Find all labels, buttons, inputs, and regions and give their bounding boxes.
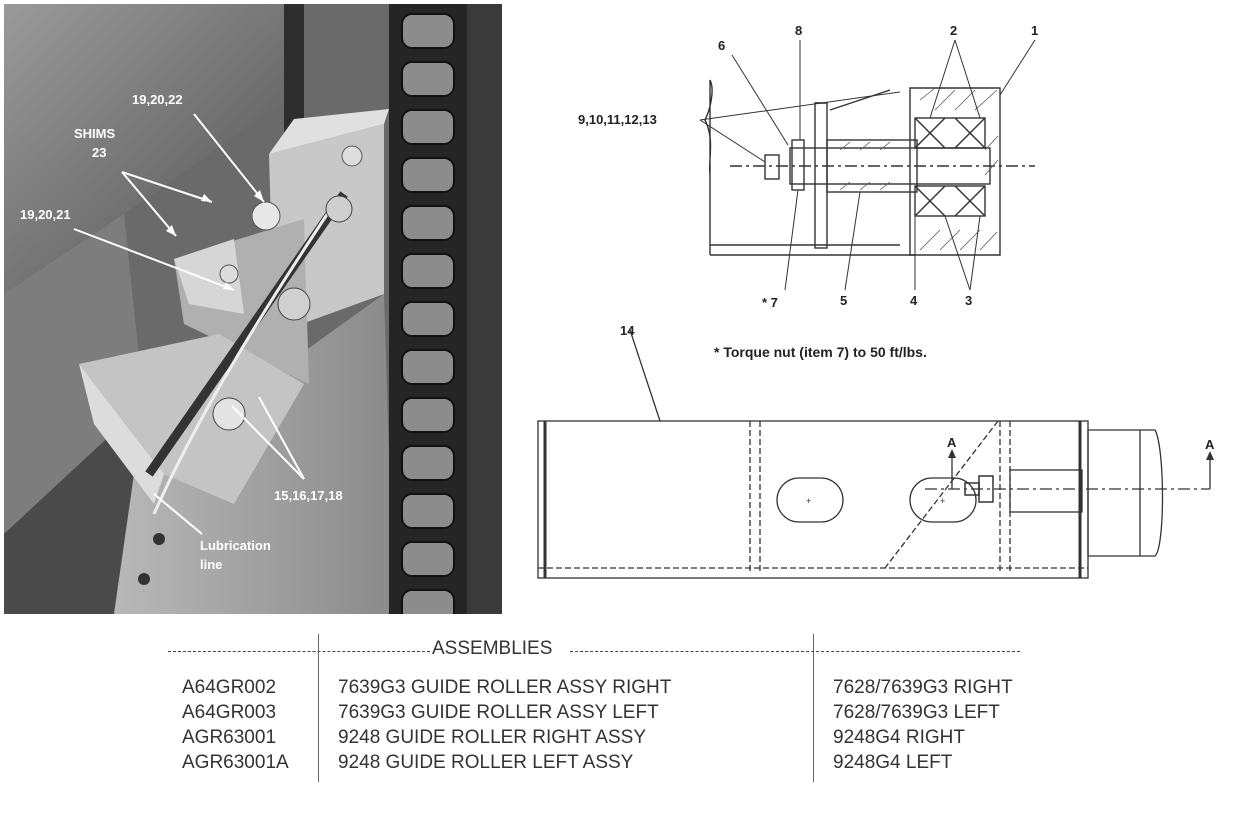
description-column: 7639G3 GUIDE ROLLER ASSY RIGHT 7639G3 GU… <box>338 675 671 775</box>
callout-4: 4 <box>910 293 918 308</box>
assembly-description: 7639G3 GUIDE ROLLER ASSY RIGHT <box>338 677 672 698</box>
assembly-reference: 9248G4 LEFT <box>833 752 953 773</box>
svg-text:+: + <box>940 496 945 506</box>
photo-label-19-20-21: 19,20,21 <box>20 207 71 222</box>
column-divider-2 <box>813 634 814 782</box>
part-number: AGR63001A <box>182 752 289 773</box>
callout-8: 8 <box>795 23 803 38</box>
dash-right <box>570 651 1020 652</box>
section-view-drawing: 6 8 2 1 9,10,11,12,13 * 7 5 4 3 * Torque… <box>560 0 1244 370</box>
callout-9-13: 9,10,11,12,13 <box>578 112 657 127</box>
photo-label-15-16-17-18: 15,16,17,18 <box>274 488 343 503</box>
callout-1: 1 <box>1031 23 1039 38</box>
reference-column: 7628/7639G3 RIGHT 7628/7639G3 LEFT 9248G… <box>833 675 1013 775</box>
installation-photo: 19,20,22 SHIMS 23 19,20,21 15,16,17,18 L… <box>4 4 502 614</box>
dash-left <box>168 651 430 652</box>
guide-roller-drawing: + + 14 A A <box>520 318 1244 598</box>
assembly-reference: 7628/7639G3 LEFT <box>833 702 1000 723</box>
photo-label-shims: SHIMS <box>74 126 116 141</box>
section-view-lines <box>699 39 1036 291</box>
part-number: A64GR003 <box>182 702 277 723</box>
callout-5: 5 <box>840 293 848 308</box>
column-divider-1 <box>318 634 319 782</box>
callout-14: 14 <box>620 323 635 338</box>
assembly-description: 9248 GUIDE ROLLER LEFT ASSY <box>338 752 634 773</box>
assemblies-title: ASSEMBLIES <box>432 638 553 659</box>
section-mark-a-right: A <box>1205 437 1215 452</box>
part-number-column: A64GR002 A64GR003 AGR63001 AGR63001A <box>182 675 289 775</box>
callout-7: * 7 <box>762 295 778 310</box>
assembly-reference: 9248G4 RIGHT <box>833 727 965 748</box>
svg-text:+: + <box>806 496 811 506</box>
assembly-reference: 7628/7639G3 RIGHT <box>833 677 1013 698</box>
callout-3: 3 <box>965 293 973 308</box>
callout-6: 6 <box>718 38 726 53</box>
assembly-description: 7639G3 GUIDE ROLLER ASSY LEFT <box>338 702 659 723</box>
section-mark-a-left: A <box>947 435 957 450</box>
torque-note: * Torque nut (item 7) to 50 ft/lbs. <box>714 344 927 360</box>
part-number: AGR63001 <box>182 727 277 748</box>
photo-label-line: line <box>200 557 223 572</box>
guide-roller-lines: + + <box>537 329 1214 579</box>
assembly-description: 9248 GUIDE ROLLER RIGHT ASSY <box>338 727 646 748</box>
photo-label-19-20-22: 19,20,22 <box>132 92 183 107</box>
photo-label-lubrication: Lubrication <box>200 538 271 553</box>
part-number: A64GR002 <box>182 677 277 698</box>
photo-illustration <box>4 4 502 614</box>
photo-label-shims-number: 23 <box>92 145 107 160</box>
callout-2: 2 <box>950 23 958 38</box>
